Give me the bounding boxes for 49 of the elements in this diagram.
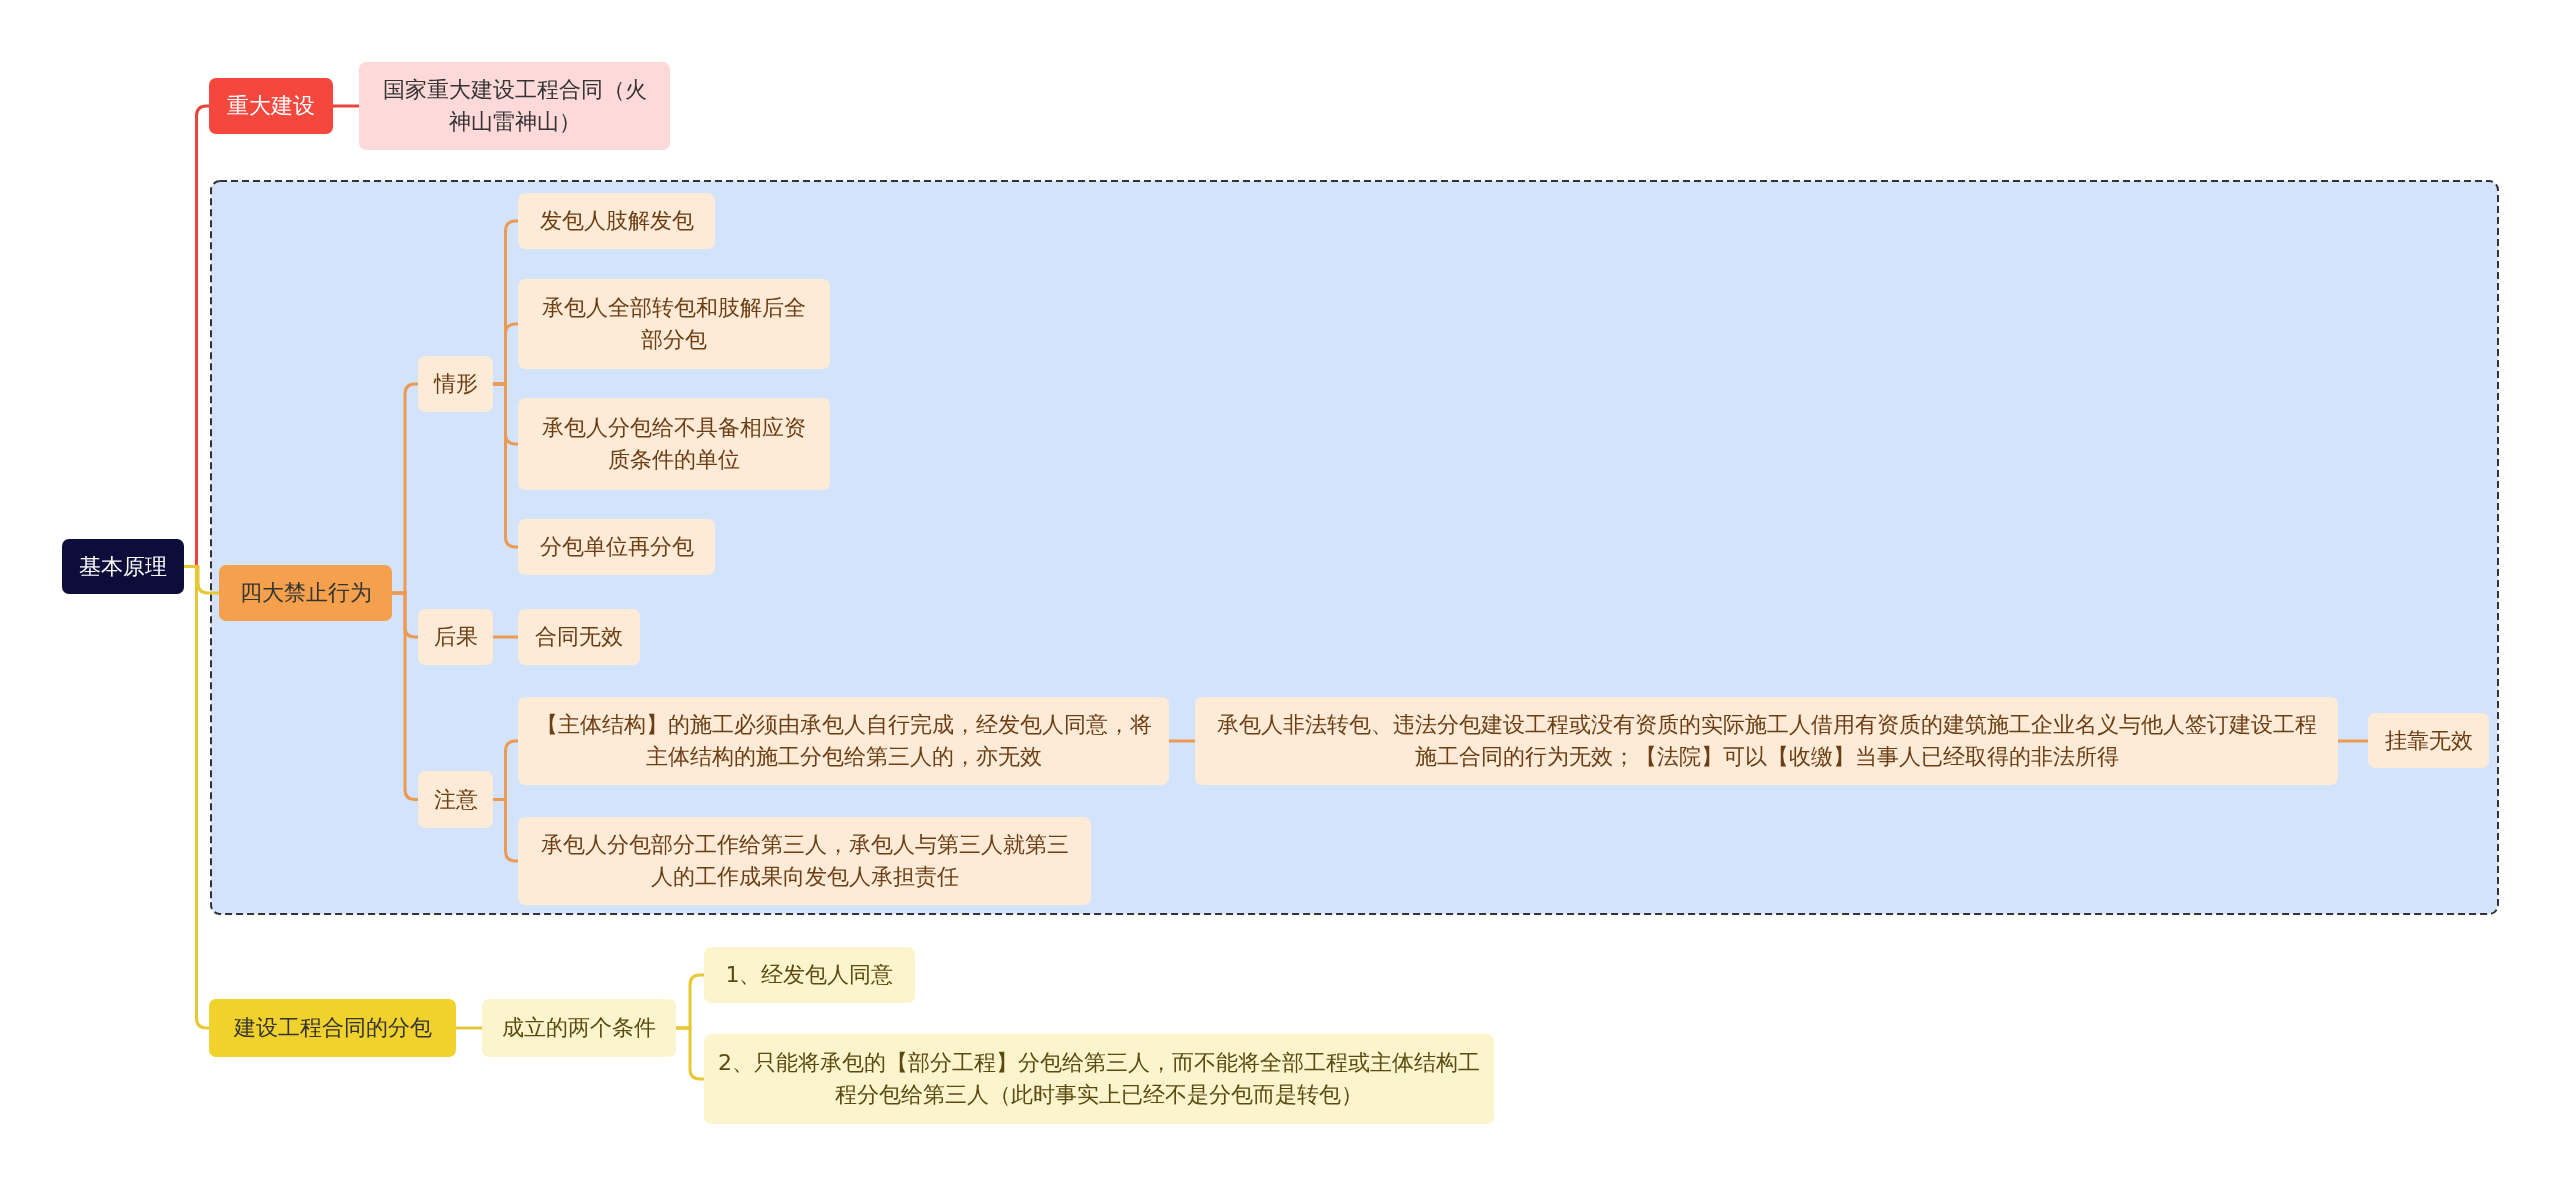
connector-line [456, 1026, 482, 1030]
topic-text: 承包人分包给不具备相应资质条件的单位 [541, 414, 807, 474]
root-topic-box [62, 539, 184, 594]
topic-text: 承包人分包部分工作给第三人，承包人与第三人就第三人的工作成果向发包人承担责任 [539, 831, 1070, 891]
topic-text: 四大禁止行为 [239, 579, 372, 608]
connector-line [676, 1026, 704, 1081]
topic-text: 【主体结构】的施工必须由承包人自行完成，经发包人同意，将主体结构的施工分包给第三人的，亦无效 [534, 711, 1153, 771]
subtopic-box [518, 193, 715, 249]
topic-text: 基本原理 [79, 552, 167, 581]
subtopic-box [1195, 697, 2338, 785]
main-topic-box [209, 78, 333, 134]
subtopic-box [518, 817, 1091, 905]
connector-line [2338, 739, 2368, 743]
topic-text: 国家重大建设工程合同（火神山雷神山） [381, 76, 648, 136]
topic-text: 发包人肢解发包 [539, 207, 694, 236]
connector-line [333, 104, 359, 108]
subtopic-box [482, 999, 676, 1057]
topic-text: 注意 [433, 785, 478, 814]
subtopic-box [518, 279, 830, 369]
subtopic-box [359, 62, 670, 150]
topic-text: 1、经发包人同意 [725, 961, 894, 990]
connector-line [493, 635, 518, 639]
connector-line [493, 798, 518, 863]
subtopic-box [518, 519, 715, 575]
topic-text: 后果 [433, 623, 478, 652]
subtopic-box [518, 398, 830, 490]
subtopic-box [418, 609, 493, 665]
connector-line [1169, 739, 1195, 743]
subtopic-box [704, 1034, 1494, 1124]
subtopic-box [518, 609, 640, 665]
topic-text: 情形 [433, 370, 478, 399]
topic-text: 合同无效 [535, 623, 623, 652]
topic-text: 重大建设 [227, 92, 315, 121]
topic-text: 承包人非法转包、违法分包建设工程或没有资质的实际施工人借用有资质的建筑施工企业名义与他人签订建设工程施工合同的行为无效；【法院】可以【收缴】当事人已经取得的非法所得 [1215, 711, 2318, 771]
subtopic-box [518, 697, 1169, 785]
connector-line [493, 382, 518, 549]
subtopic-box [418, 771, 493, 828]
topic-text: 2、只能将承包的【部分工程】分包给第三人，而不能将全部工程或主体结构工程分包给第三人（此时事实上已经不是分包而是转包） [718, 1049, 1480, 1109]
main-topic-box [209, 999, 456, 1057]
topic-text: 挂靠无效 [2384, 726, 2473, 755]
main-topic-box [219, 565, 392, 621]
subtopic-box [704, 947, 915, 1003]
topic-text: 分包单位再分包 [539, 533, 694, 562]
topic-text: 成立的两个条件 [502, 1014, 656, 1043]
subtopic-box [2368, 713, 2489, 768]
topic-text: 承包人全部转包和肢解后全部分包 [541, 294, 807, 354]
subtopic-box [418, 356, 493, 412]
topic-text: 建设工程合同的分包 [233, 1014, 432, 1043]
connector-line [184, 565, 210, 1030]
